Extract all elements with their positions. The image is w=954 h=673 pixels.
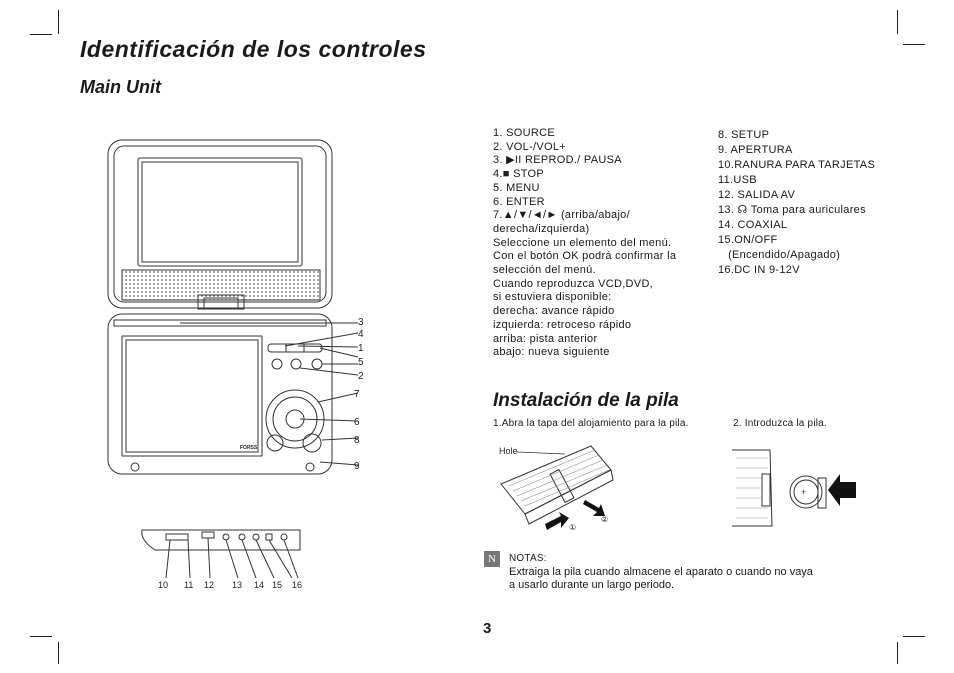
notes-text-line1: Extraiga la pila cuando almacene el apar…: [509, 566, 813, 578]
controls-list-left: 1. SOURCE 2. VOL-/VOL+ 3. ▶II REPROD./ P…: [493, 127, 676, 360]
list-item: 16.DC IN 9-12V: [718, 264, 800, 276]
list-item: abajo: nueva siguiente: [493, 346, 610, 359]
battery-heading: Instalación de la pila: [493, 390, 679, 411]
list-item: 2. VOL-/VOL+: [493, 140, 566, 153]
list-item: derecha: avance rápido: [493, 305, 615, 318]
arrow2-label: ②: [601, 515, 608, 524]
crop-mark: [58, 10, 59, 34]
list-item: 4.■ STOP: [493, 168, 545, 181]
callout-3: 3: [358, 317, 364, 328]
battery-open-diagram: Hole ① ②: [499, 445, 614, 532]
crop-mark: [903, 44, 925, 45]
list-item: 13. ☊ Toma para auriculares: [718, 204, 866, 216]
crop-mark: [897, 10, 898, 34]
callout-1: 1: [358, 343, 364, 354]
list-item: 15.ON/OFF: [718, 234, 778, 246]
callout-13: 13: [232, 580, 242, 590]
list-item: 11.USB: [718, 174, 757, 186]
list-item: si estuviera disponible:: [493, 291, 612, 304]
list-item: arriba: pista anterior: [493, 332, 598, 345]
arrow1-label: ①: [569, 523, 576, 532]
list-item: 1. SOURCE: [493, 127, 555, 139]
callout-7: 7: [354, 389, 360, 400]
notes-label: NOTAS:: [509, 553, 547, 564]
callout-14: 14: [254, 580, 264, 590]
crop-mark: [30, 34, 52, 35]
list-item: 9. APERTURA: [718, 144, 793, 156]
list-item: 3. ▶II REPROD./ PAUSA: [493, 154, 622, 167]
main-unit-diagram: FORSS 3 4 1 5 2 7 6 8 9 10 11 12 13 14 1…: [107, 139, 364, 590]
battery-step1: 1.Abra la tapa del alojamiento para la p…: [493, 418, 689, 429]
list-item: (Encendido/Apagado): [718, 249, 841, 261]
hole-label: Hole: [499, 446, 518, 456]
brand-mark: FORSS: [240, 445, 258, 451]
list-item: Cuando reproduzca VCD,DVD,: [493, 277, 654, 290]
crop-mark: [58, 642, 59, 664]
crop-mark: [897, 642, 898, 664]
callout-12: 12: [204, 580, 214, 590]
page-title: Identificación de los controles: [80, 36, 427, 62]
list-item: 7.▲/▼/◄/► (arriba/abajo/: [493, 209, 630, 222]
callout-11: 11: [184, 580, 193, 590]
list-item: Seleccione un elemento del menú.: [493, 236, 672, 249]
list-item: selección del menú.: [493, 264, 596, 277]
callout-10: 10: [158, 580, 168, 590]
controls-list-right: 8. SETUP 9. APERTURA 10.RANURA PARA TARJ…: [718, 128, 875, 278]
list-item: izquierda: retroceso rápido: [493, 318, 632, 331]
page-number: 3: [483, 620, 492, 637]
list-item: 6. ENTER: [493, 195, 545, 208]
notes-text-line2: a usarlo durante un largo periodo.: [509, 579, 675, 591]
crop-mark: [30, 636, 52, 637]
callout-16: 16: [292, 580, 302, 590]
callout-2: 2: [358, 371, 364, 382]
callout-6: 6: [354, 417, 360, 428]
callout-15: 15: [272, 580, 282, 590]
plus-icon: +: [801, 487, 806, 497]
page-subtitle: Main Unit: [80, 77, 161, 97]
note-icon: N: [484, 551, 500, 567]
list-item: 5. MENU: [493, 181, 540, 194]
crop-mark: [903, 636, 925, 637]
callout-4: 4: [358, 329, 364, 340]
list-item: 8. SETUP: [718, 129, 770, 141]
callout-9: 9: [354, 461, 360, 472]
list-item: 10.RANURA PARA TARJETAS: [718, 159, 876, 171]
list-item: 14. COAXIAL: [718, 219, 788, 231]
list-item: derecha/izquierda): [493, 222, 590, 235]
battery-step2: 2. Introduzca la pila.: [733, 418, 827, 429]
callout-5: 5: [358, 357, 364, 368]
list-item: 12. SALIDA AV: [718, 189, 796, 201]
callout-8: 8: [354, 435, 360, 446]
battery-insert-diagram: +: [732, 449, 856, 527]
list-item: Con el botón OK podrá confirmar la: [493, 250, 677, 263]
